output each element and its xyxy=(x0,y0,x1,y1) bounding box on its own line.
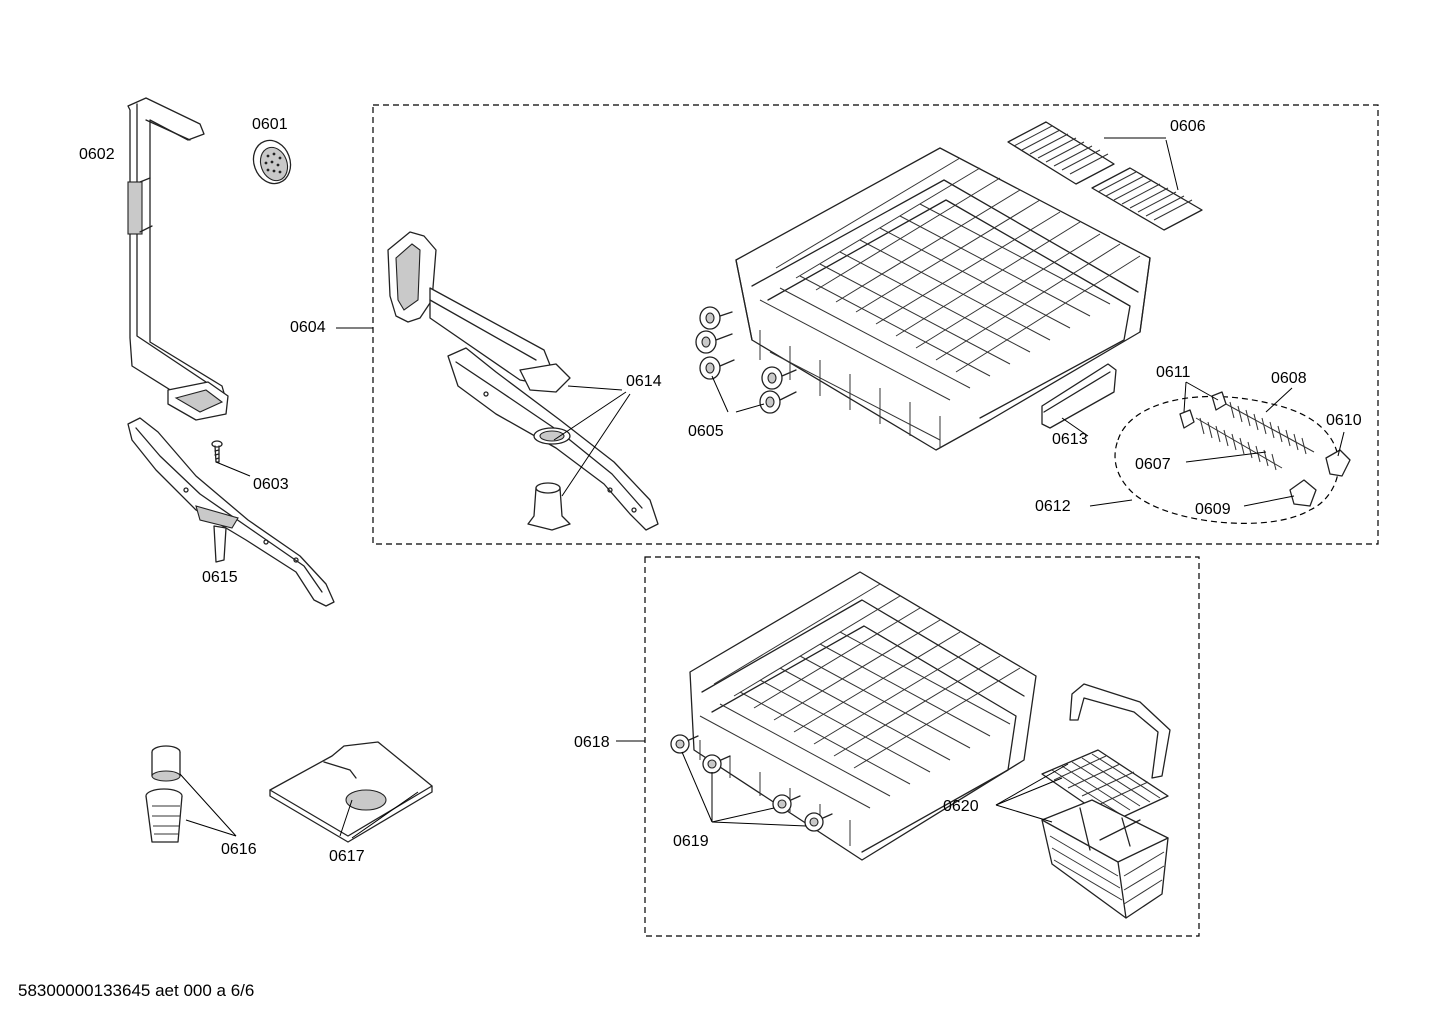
cup-shelves-0606 xyxy=(1007,121,1203,231)
label-0619: 0619 xyxy=(673,833,709,850)
fine-filter-plate-0617 xyxy=(269,741,433,843)
document-id-footer: 58300000133645 aet 000 a 6/6 xyxy=(18,981,255,1000)
label-0616: 0616 xyxy=(221,841,257,858)
label-0610: 0610 xyxy=(1326,412,1362,429)
rack-handle-0613 xyxy=(1041,363,1117,429)
upper-rack-group-frame xyxy=(372,104,1379,545)
label-0614: 0614 xyxy=(626,373,662,390)
label-0605: 0605 xyxy=(688,423,724,440)
label-0620: 0620 xyxy=(943,798,979,815)
label-0615: 0615 xyxy=(202,569,238,586)
label-0611: 0611 xyxy=(1156,364,1191,381)
label-0612: 0612 xyxy=(1035,498,1071,515)
rack-adjuster-assembly-0612 xyxy=(1114,391,1351,524)
supply-tube-0602 xyxy=(127,97,229,421)
label-0604: 0604 xyxy=(290,319,326,336)
screw-0603 xyxy=(211,440,223,463)
label-0609: 0609 xyxy=(1195,501,1231,518)
filter-set-0616 xyxy=(145,745,183,843)
label-0606: 0606 xyxy=(1170,118,1206,135)
label-0608: 0608 xyxy=(1271,370,1307,387)
label-0607: 0607 xyxy=(1135,456,1171,473)
leader-lines xyxy=(179,137,1345,839)
lower-rack-group-frame xyxy=(644,556,1200,937)
spray-head-0601 xyxy=(252,139,292,185)
label-0617: 0617 xyxy=(329,848,365,865)
label-0602: 0602 xyxy=(79,146,115,163)
lower-rack-wheels-0619 xyxy=(670,734,833,832)
lower-dish-rack-0618 xyxy=(689,571,1037,861)
label-0601: 0601 xyxy=(252,116,288,133)
part-labels: 0601 0602 0603 0604 0605 0606 0607 0608 … xyxy=(79,116,1362,865)
lower-spray-arm-0615 xyxy=(127,417,335,607)
label-0603: 0603 xyxy=(253,476,289,493)
label-0618: 0618 xyxy=(574,734,610,751)
upper-dish-rack xyxy=(735,147,1151,451)
cutlery-basket-0620 xyxy=(1041,683,1171,919)
upper-spray-arm-0604 xyxy=(387,231,659,531)
rack-wheels-0605 xyxy=(695,306,797,414)
label-0613: 0613 xyxy=(1052,431,1088,448)
